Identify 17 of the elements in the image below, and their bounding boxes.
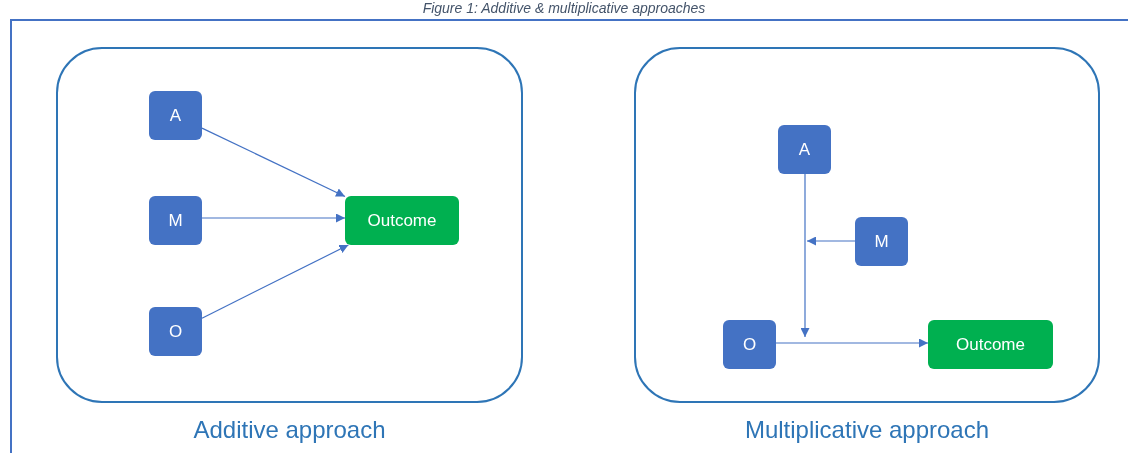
variable-box: M bbox=[149, 196, 202, 245]
arrow bbox=[201, 127, 346, 197]
variable-box: O bbox=[149, 307, 202, 356]
figure-title: Figure 1: Additive & multiplicative approaches bbox=[421, 0, 707, 17]
outcome-box: Outcome bbox=[345, 196, 459, 245]
variable-box: O bbox=[723, 320, 776, 369]
arrow bbox=[806, 236, 856, 246]
outcome-box: Outcome bbox=[928, 320, 1053, 369]
variable-box: A bbox=[778, 125, 831, 174]
panel-caption: Multiplicative approach bbox=[743, 415, 991, 445]
arrow bbox=[201, 244, 349, 319]
arrow bbox=[800, 173, 810, 338]
arrow bbox=[775, 338, 929, 348]
variable-box: A bbox=[149, 91, 202, 140]
variable-box: M bbox=[855, 217, 908, 266]
arrow bbox=[201, 213, 346, 223]
panel-caption: Additive approach bbox=[192, 415, 387, 445]
